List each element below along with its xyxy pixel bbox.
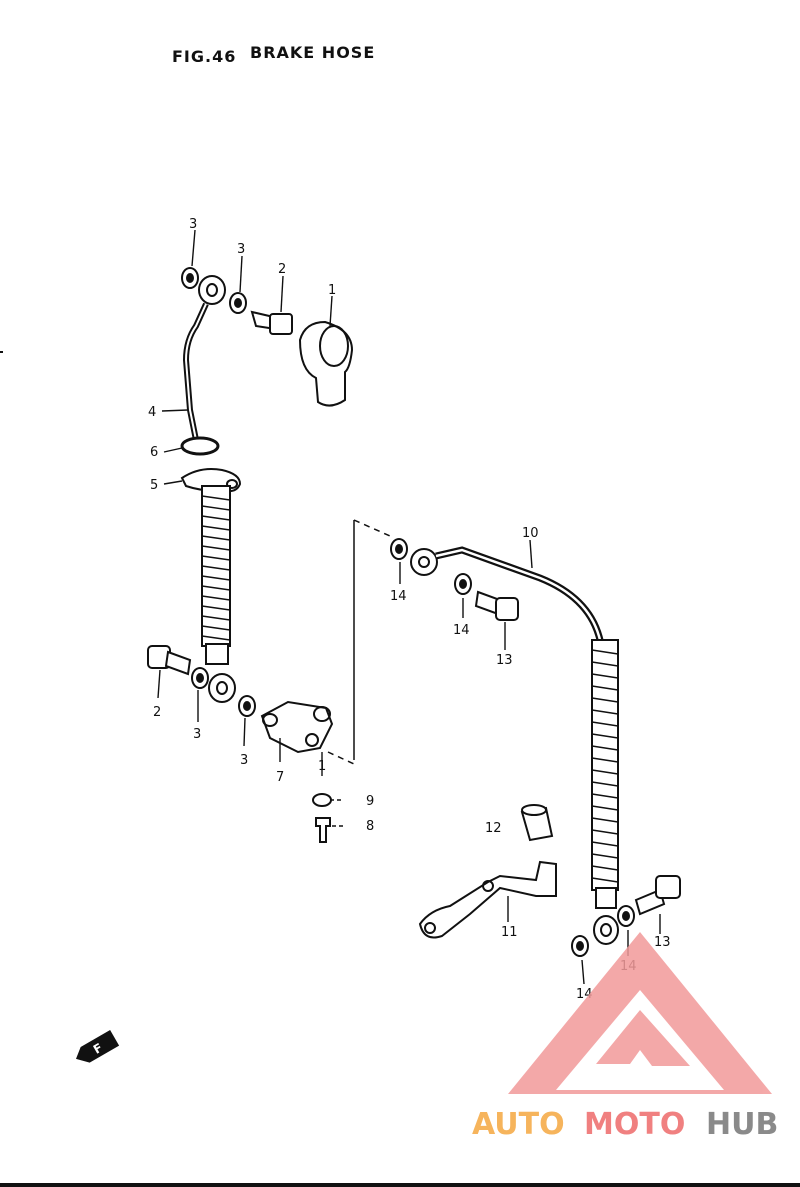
grommet-6 [180,436,220,456]
washer-hole [459,579,467,589]
pipe-highlight [184,303,207,441]
figure-title: BRAKE HOSE [250,43,375,62]
watermark-text: AUTO MOTO HUB [472,1107,778,1142]
callout-11: 11 [501,925,518,940]
callout-7: 7 [276,770,284,785]
banjo-fitting-lower [208,673,236,703]
rubber-hose-right [591,639,619,891]
washer-14-top [390,538,408,560]
dash-lower [327,751,355,765]
banjo-fitting-right-top [410,548,438,576]
logo-g-shape [596,1010,690,1066]
figure-number: FIG.46 [172,47,236,66]
callout-1-top: 1 [328,283,336,298]
union-bolt-lower [164,650,192,676]
washer-hole [576,941,584,951]
washer-3-second [229,292,247,314]
callout-10: 10 [522,526,539,541]
joint-port [262,713,278,727]
callout-4: 4 [148,405,156,420]
callout-6: 6 [150,445,158,460]
callout-13-top: 13 [496,653,513,668]
cylinder-bore [319,325,349,367]
front-direction-marker: F [76,1030,120,1063]
union-bolt-13-head [495,597,519,621]
watermark-hub: HUB [706,1107,778,1142]
callout-1-lower: 1 [318,759,326,774]
callout-9: 9 [366,794,374,809]
washer-hole [196,673,204,683]
hose-clamp-bracket-11 [418,860,557,939]
grommet-top [521,804,547,816]
callout-3-second: 3 [237,242,245,257]
bolt-head [269,313,293,335]
washer-14-lower-a [571,935,589,957]
callout-3-lower-b: 3 [240,753,248,768]
washer-14-second [454,573,472,595]
washer-hole [622,911,630,921]
callout-14-top: 14 [390,589,407,604]
washer-3-lower-b [238,695,256,717]
hose-texture [591,649,619,883]
watermark-auto: AUTO [472,1107,565,1142]
joint-port [313,706,331,722]
three-way-joint-7 [260,700,334,754]
washer-hole [234,298,242,308]
callout-3-top: 3 [189,217,197,232]
washer-hole [395,544,403,554]
callout-2-lower: 2 [153,705,161,720]
washer-9 [312,793,332,807]
hose-end-fitting [205,643,229,665]
washer-hole [243,701,251,711]
watermark-moto: MOTO [584,1107,685,1142]
callout-8: 8 [366,819,374,834]
leader-lines [157,229,661,985]
washer-hole [186,273,194,283]
washer-14-lower-b [617,905,635,927]
callout-3-lower-a: 3 [193,727,201,742]
right-hose-assembly [390,538,681,957]
dash-upper [353,519,391,537]
automotohub-logo-icon [508,932,772,1094]
hose-end-fitting-right [595,887,617,909]
bracket-hole [482,880,494,892]
union-bolt-lower-right-head [655,875,681,899]
joint-port [305,733,319,747]
banjo-fitting-right-lower [593,915,619,945]
callout-12: 12 [485,821,502,836]
callout-2-top: 2 [278,262,286,277]
banjo-hole [418,556,430,568]
bracket-hole [226,479,238,489]
banjo-hole [600,923,612,937]
front-arrow-icon [76,1030,120,1063]
banjo-fitting-top [198,275,226,305]
hose-texture [201,495,231,641]
banjo-hole [216,681,228,695]
washer-3-lower-a [191,667,209,689]
screw-8 [315,817,331,843]
callout-5: 5 [150,478,158,493]
connection-lines [327,519,391,827]
pipe-highlight [435,548,602,641]
washer-3-top [181,267,199,289]
banjo-hole [206,283,218,297]
callout-13-lower: 13 [654,935,671,950]
callout-14-second: 14 [453,623,470,638]
bracket-hole [424,922,436,934]
bottom-border [0,1183,800,1187]
